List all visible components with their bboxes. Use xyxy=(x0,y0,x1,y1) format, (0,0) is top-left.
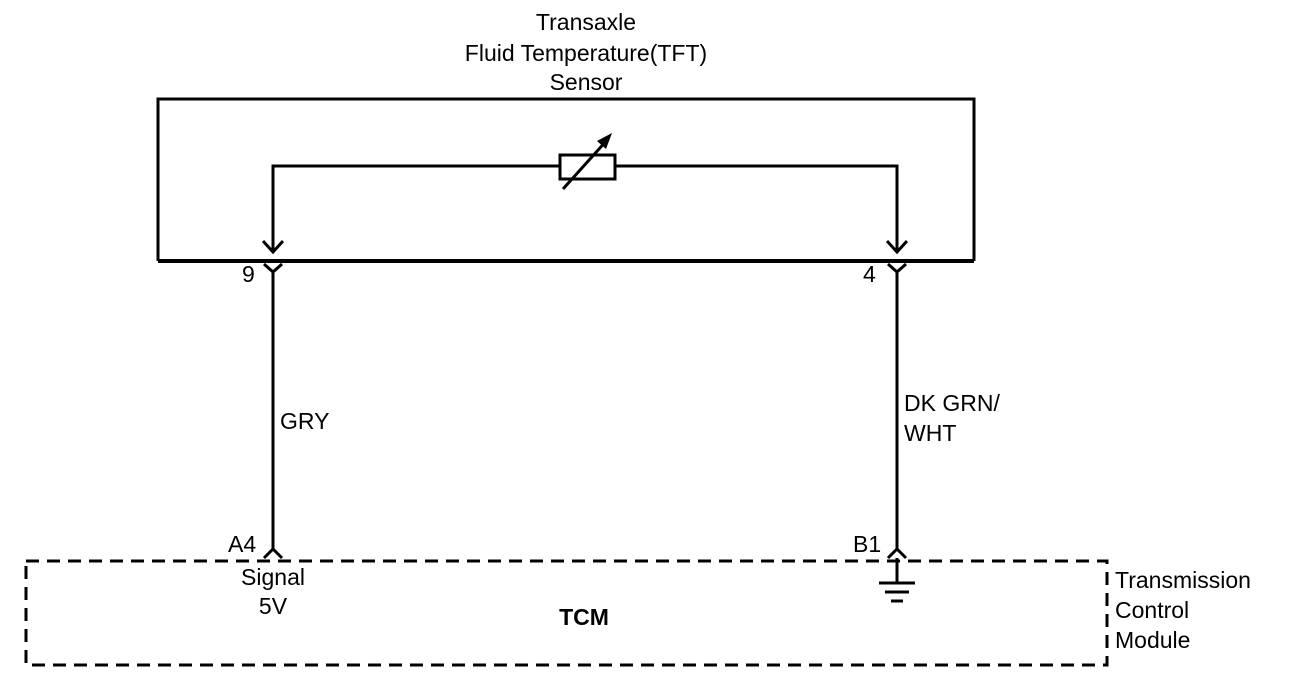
sensor-box xyxy=(156,97,976,263)
module-name-line-3: Module xyxy=(1115,627,1190,653)
pin-label-9: 9 xyxy=(242,261,255,287)
module-name-line-1: Transmission xyxy=(1115,567,1251,593)
signal-label-line-2: 5V xyxy=(259,593,288,619)
signal-label-line-1: Signal xyxy=(241,564,305,590)
sensor-connector-pin-right xyxy=(887,262,907,275)
pin-label-a4: A4 xyxy=(228,531,256,557)
internal-circuit xyxy=(261,164,909,255)
pin-label-4: 4 xyxy=(863,261,876,287)
tcm-label: TCM xyxy=(559,604,609,630)
ground-icon xyxy=(879,558,915,603)
wire-color-right-line-2: WHT xyxy=(904,420,956,446)
tcm-box xyxy=(24,559,1109,667)
tcm-connector-pin-left xyxy=(262,546,284,560)
sensor-title-line-2: Fluid Temperature(TFT) xyxy=(465,40,707,66)
wire-color-left: GRY xyxy=(280,408,329,434)
pin-label-b1: B1 xyxy=(853,531,881,557)
module-name-line-2: Control xyxy=(1115,597,1189,623)
sensor-title-line-1: Transaxle xyxy=(536,9,636,35)
wire-color-right-line-1: DK GRN/ xyxy=(904,390,1000,416)
sensor-title-line-3: Sensor xyxy=(550,69,623,95)
variable-resistor-icon xyxy=(558,133,617,191)
tcm-connector-pin-right xyxy=(886,546,908,560)
sensor-connector-pin-left xyxy=(263,262,283,275)
